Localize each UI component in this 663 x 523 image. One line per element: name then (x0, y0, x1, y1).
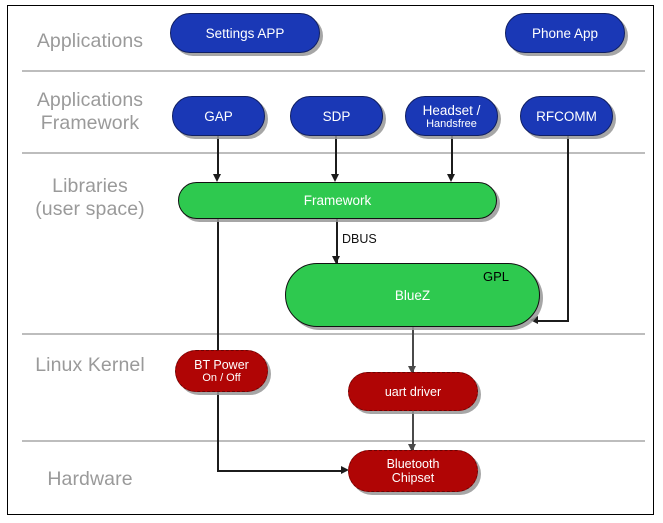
node-headset-line1: Headset / (422, 102, 481, 118)
edge-label-dbus: DBUS (341, 232, 378, 246)
layer-divider-linux-kernel (22, 440, 645, 442)
node-bluez-license-note: GPL (483, 269, 510, 284)
diagram-border (7, 5, 654, 515)
node-bluez-label: BlueZ (394, 287, 431, 303)
node-headset-handsfree[interactable]: Headset / Handsfree (405, 96, 498, 136)
node-sdp[interactable]: SDP (290, 96, 383, 136)
edge-framework-to-chipset-arrow (341, 466, 349, 474)
node-bt-power-line2: On / Off (202, 372, 241, 384)
edge-rfcomm-to-bluez-vline (567, 136, 569, 322)
edge-bluez-to-uart-arrow (408, 366, 416, 374)
node-uart-driver[interactable]: uart driver (348, 372, 478, 411)
node-bluetooth-chipset-line2: Chipset (391, 471, 435, 485)
node-settings-app-label: Settings APP (205, 25, 285, 41)
edge-bluez-to-uart-line (412, 327, 414, 372)
node-sdp-label: SDP (322, 108, 351, 124)
edge-gap-to-framework-line (217, 136, 219, 178)
node-bluetooth-chipset-line1: Bluetooth (386, 457, 440, 471)
layer-label-libraries: Libraries (user space) (35, 175, 145, 220)
edge-framework-to-chipset-vline (217, 219, 219, 471)
layer-divider-libraries (22, 333, 645, 335)
edge-framework-to-bluez-line (336, 219, 338, 263)
node-rfcomm[interactable]: RFCOMM (520, 96, 613, 136)
edge-framework-to-bluez-arrow (332, 256, 340, 264)
node-bluetooth-chipset[interactable]: Bluetooth Chipset (348, 450, 478, 492)
node-uart-driver-label: uart driver (384, 384, 442, 399)
layer-divider-applications-framework (22, 152, 645, 154)
node-bt-power[interactable]: BT Power On / Off (175, 350, 268, 392)
edge-headset-to-framework-arrow (447, 174, 455, 182)
node-framework-label: Framework (303, 193, 372, 208)
node-phone-app-label: Phone App (531, 25, 599, 41)
node-bluetooth-chipset-label: Bluetooth Chipset (387, 457, 440, 485)
node-gap-label: GAP (204, 108, 233, 124)
node-bt-power-line1: BT Power (194, 358, 249, 372)
layer-label-applications: Applications (36, 30, 144, 52)
node-headset-line2: Handsfree (426, 117, 477, 130)
layer-label-hardware: Hardware (47, 468, 133, 490)
edge-rfcomm-to-bluez-hline (538, 320, 569, 322)
layer-label-applications-framework: Applications Framework (36, 89, 144, 134)
node-gap[interactable]: GAP (172, 96, 265, 136)
node-bt-power-label: BT Power On / Off (194, 358, 249, 384)
node-bluez[interactable]: BlueZ (285, 263, 540, 327)
edge-gap-to-framework-arrow (213, 174, 221, 182)
edge-rfcomm-to-bluez-arrow (530, 316, 538, 324)
edge-sdp-to-framework-line (335, 136, 337, 178)
edge-sdp-to-framework-arrow (331, 174, 339, 182)
node-headset-handsfree-label: Headset / Handsfree (423, 103, 481, 130)
node-settings-app[interactable]: Settings APP (170, 13, 320, 53)
edge-uart-to-chipset-arrow (408, 444, 416, 452)
edge-uart-to-chipset-line (412, 411, 414, 450)
node-rfcomm-label: RFCOMM (536, 108, 597, 124)
node-framework[interactable]: Framework (178, 182, 497, 219)
layer-label-linux-kernel: Linux Kernel (35, 354, 145, 376)
edge-framework-to-chipset-hline (217, 470, 343, 472)
edge-headset-to-framework-line (451, 136, 453, 178)
layer-divider-applications (22, 70, 645, 72)
node-phone-app[interactable]: Phone App (505, 13, 625, 53)
